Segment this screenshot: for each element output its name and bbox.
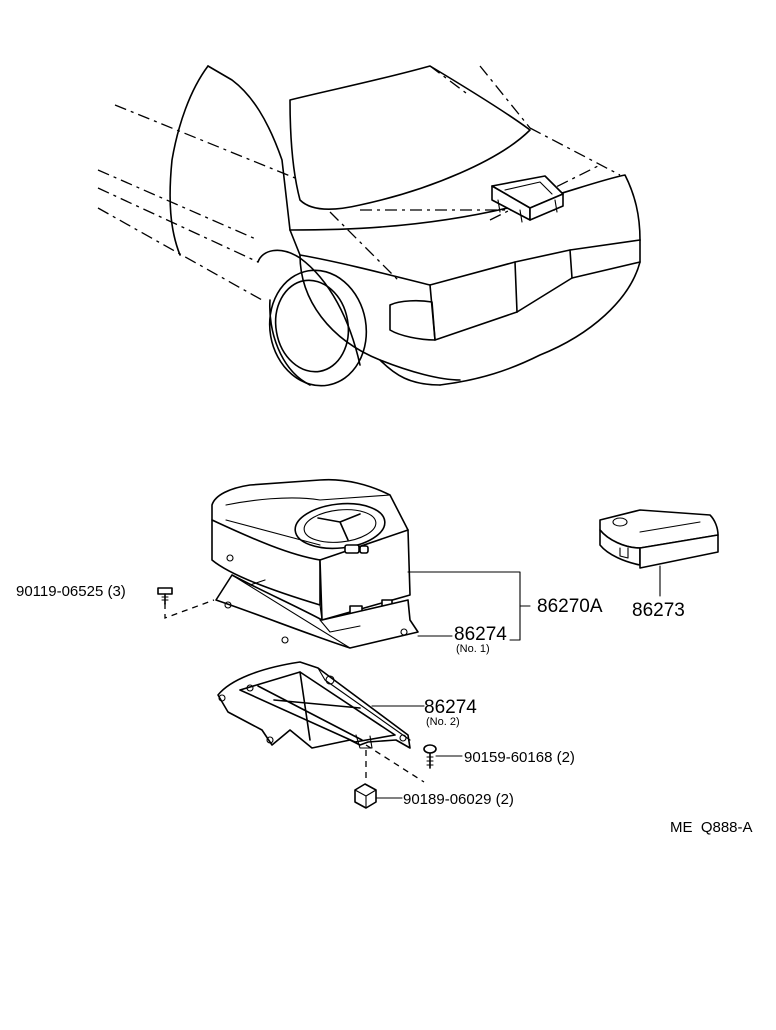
label-bracket-no1: 86274 [454,624,507,645]
screw-90159-icon [423,744,437,769]
label-bolt-90119: 90119-06525 (3) [16,583,126,600]
label-clip-90189: 90189-06029 (2) [403,791,514,808]
reference-code: ME Q888-A [670,819,753,836]
clip-90189-icon [354,783,377,809]
bracket-no2-illustration [217,661,411,749]
label-screw-90159: 90159-60168 (2) [464,749,575,766]
bolt-90119-icon [157,587,173,605]
label-bracket-no1-sub: (No. 1) [456,643,490,655]
label-assembly-86270a: 86270A [537,596,603,617]
label-bracket-no2-sub: (No. 2) [426,716,460,728]
label-box-86273: 86273 [632,600,685,621]
box-86273-illustration [599,509,719,569]
label-bracket-no2: 86274 [424,697,477,718]
car-rear-illustration [97,65,641,387]
assembly-86270a-illustration [211,478,419,649]
